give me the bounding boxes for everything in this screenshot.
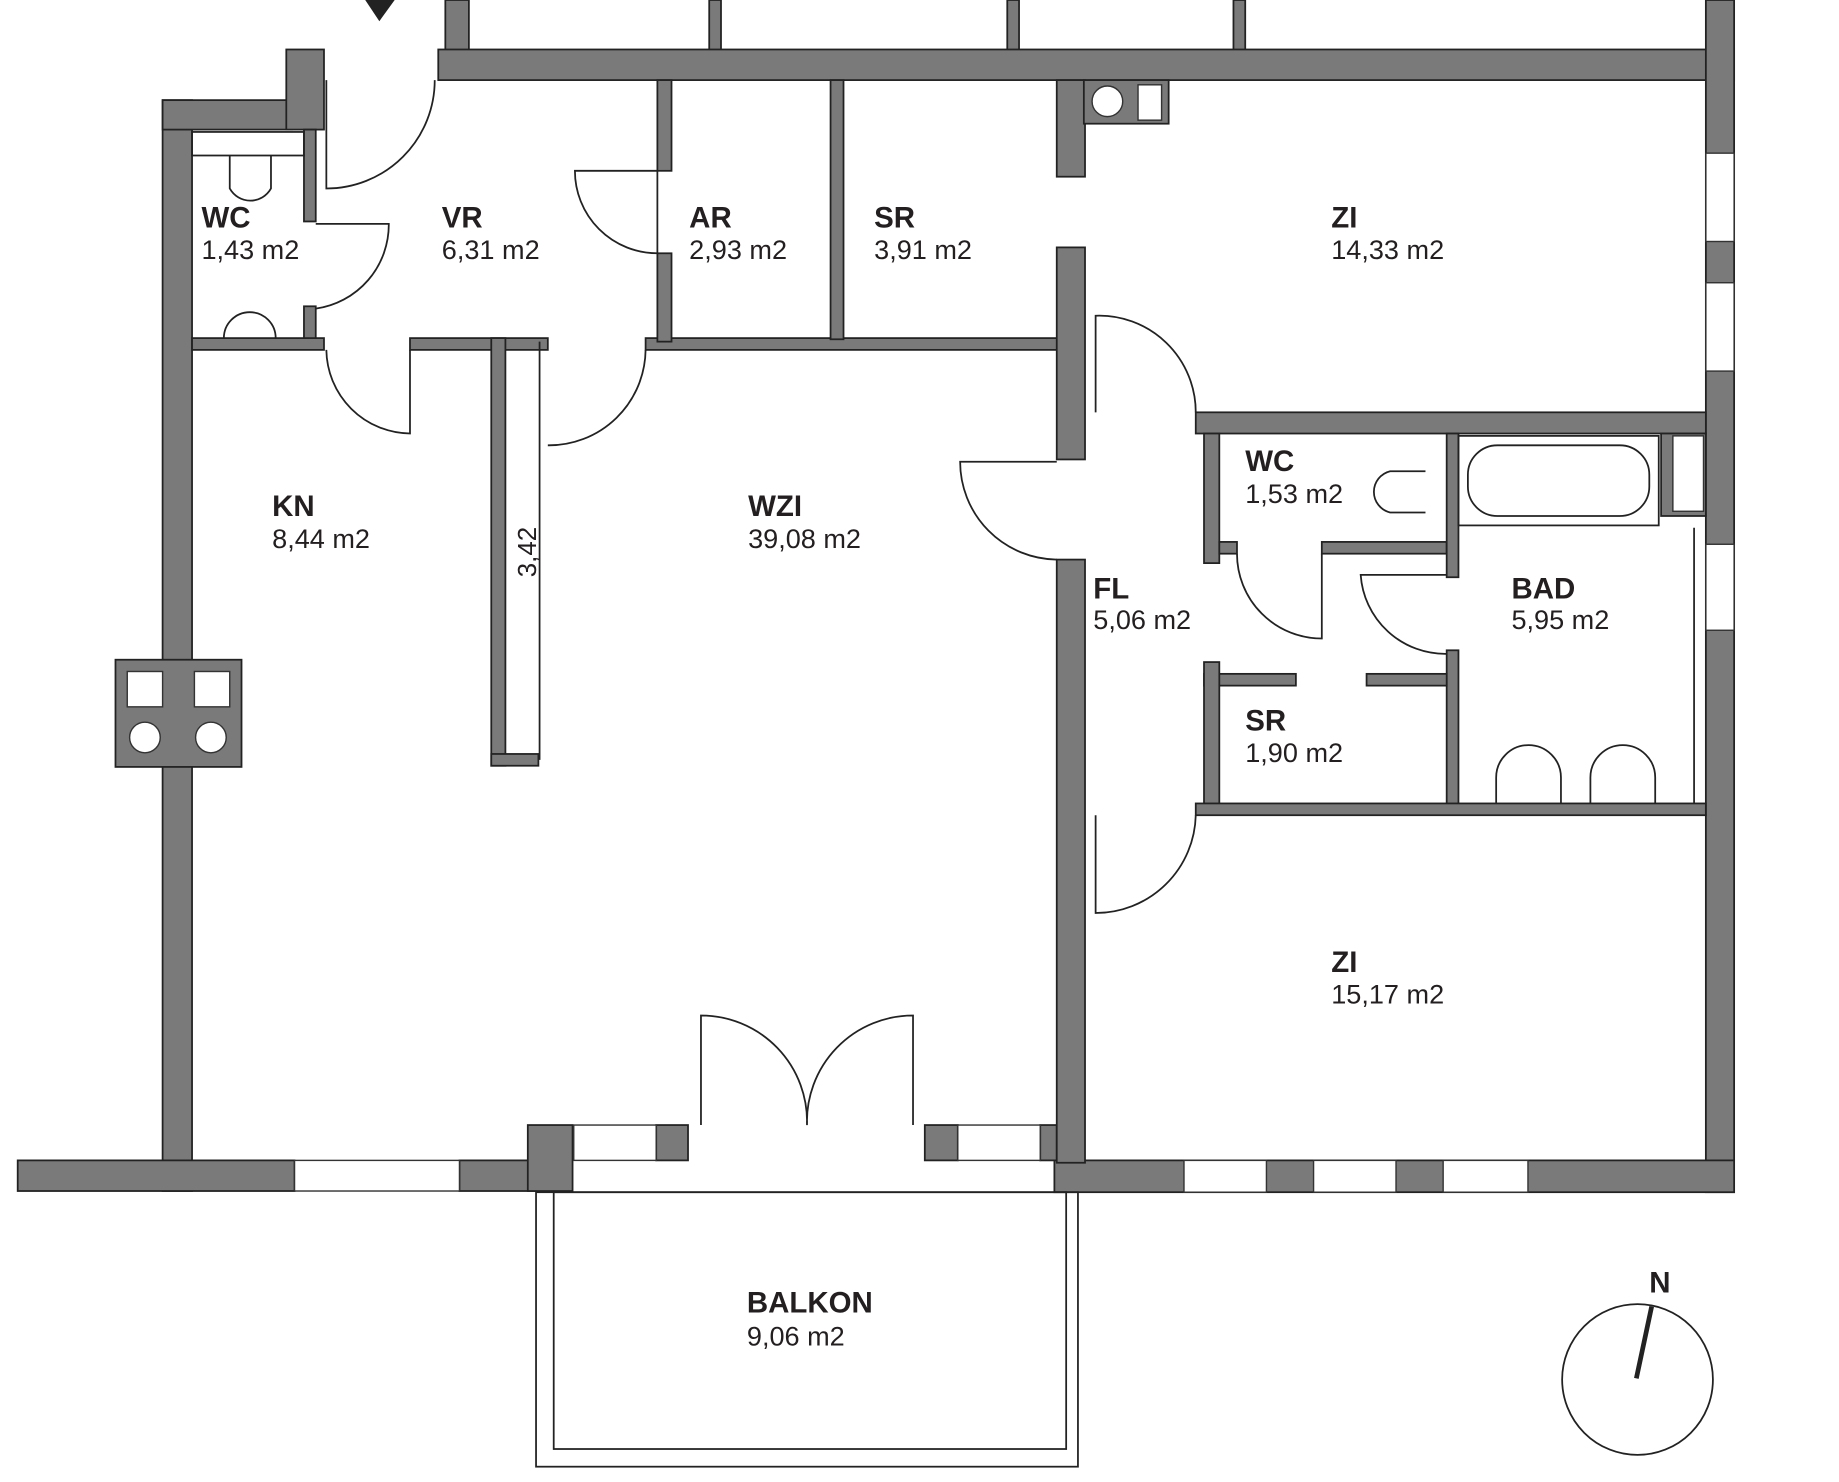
svg-text:5,06 m2: 5,06 m2 [1093, 604, 1191, 635]
svg-text:9,06 m2: 9,06 m2 [747, 1320, 845, 1351]
compass-label: N [1649, 1266, 1670, 1299]
entrance-arrow-icon [365, 0, 395, 22]
svg-text:AR: AR [689, 201, 732, 234]
north-compass: N [1561, 1266, 1714, 1456]
compass-circle [1561, 1303, 1714, 1456]
svg-text:ZI: ZI [1331, 946, 1357, 979]
svg-text:1,43 m2: 1,43 m2 [201, 234, 299, 265]
svg-text:ZI: ZI [1331, 201, 1357, 234]
room-wc-2: WC1,53 m2 [1245, 445, 1343, 509]
svg-text:1,90 m2: 1,90 m2 [1245, 737, 1343, 768]
svg-text:WC: WC [201, 201, 250, 234]
svg-text:WC: WC [1245, 445, 1294, 478]
room-labels: WC1,43 m2 VR6,31 m2 AR2,93 m2 SR3,91 m2 … [201, 201, 1609, 1351]
room-wc-1: WC1,43 m2 [201, 201, 299, 265]
room-kn: KN8,44 m2 [272, 490, 370, 554]
doors [315, 80, 1447, 1126]
svg-text:8,44 m2: 8,44 m2 [272, 523, 370, 554]
svg-text:VR: VR [442, 201, 483, 234]
room-sr-2: SR1,90 m2 [1245, 704, 1343, 768]
dimension-label: 3,42 [514, 527, 542, 577]
svg-text:3,91 m2: 3,91 m2 [874, 234, 972, 265]
svg-text:6,31 m2: 6,31 m2 [442, 234, 540, 265]
svg-text:FL: FL [1093, 572, 1129, 605]
fixtures [191, 0, 1695, 1468]
svg-text:SR: SR [874, 201, 915, 234]
room-vr: VR6,31 m2 [442, 201, 540, 265]
svg-text:WZI: WZI [748, 490, 802, 523]
svg-text:39,08 m2: 39,08 m2 [748, 523, 861, 554]
svg-text:BALKON: BALKON [747, 1286, 873, 1319]
svg-text:KN: KN [272, 490, 315, 523]
svg-text:15,17 m2: 15,17 m2 [1331, 979, 1444, 1010]
svg-text:5,95 m2: 5,95 m2 [1511, 604, 1609, 635]
north-arrow-icon [1634, 1305, 1654, 1379]
room-sr-1: SR3,91 m2 [874, 201, 972, 265]
walls [16, 0, 1736, 1194]
svg-text:1,53 m2: 1,53 m2 [1245, 478, 1343, 509]
svg-text:2,93 m2: 2,93 m2 [689, 234, 787, 265]
svg-text:14,33 m2: 14,33 m2 [1331, 234, 1444, 265]
room-fl: FL5,06 m2 [1093, 572, 1191, 635]
svg-text:BAD: BAD [1511, 572, 1575, 605]
svg-text:SR: SR [1245, 704, 1286, 737]
room-ar: AR2,93 m2 [689, 201, 787, 265]
